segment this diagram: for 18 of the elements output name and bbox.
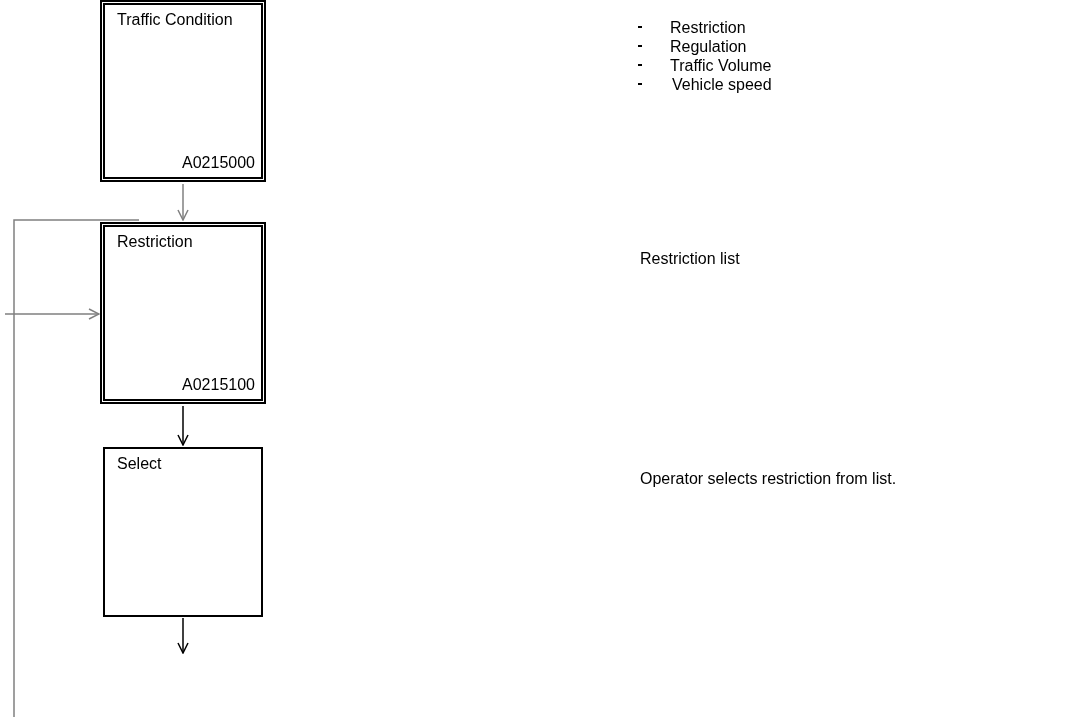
side-note: Restriction list — [640, 249, 740, 268]
arrow — [177, 405, 189, 446]
list-item: Traffic Volume — [670, 56, 772, 75]
box-title: Traffic Condition — [117, 10, 233, 30]
list-item: Restriction — [670, 18, 746, 37]
arrow — [4, 219, 140, 717]
process-box — [100, 222, 266, 404]
arrow — [177, 617, 189, 654]
box-code: A0215100 — [182, 375, 255, 395]
box-title: Select — [117, 454, 162, 474]
box-code: A0215000 — [182, 153, 255, 173]
process-box — [100, 0, 266, 182]
arrow — [177, 183, 189, 221]
list-item: Regulation — [670, 37, 747, 56]
side-note: Operator selects restriction from list. — [640, 469, 897, 488]
box-title: Restriction — [117, 232, 193, 252]
process-box — [103, 447, 263, 617]
list-item: Vehicle speed — [672, 75, 772, 94]
